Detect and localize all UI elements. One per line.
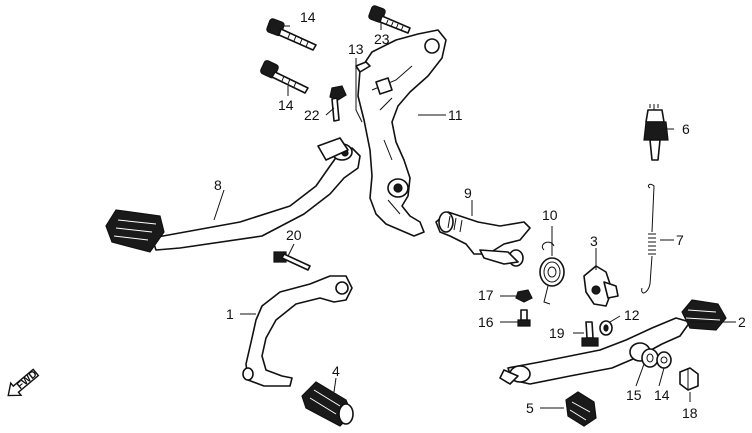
callout-22: 22: [304, 107, 320, 123]
bolt-14-upper: [266, 18, 317, 51]
bolt-17: [517, 309, 531, 327]
callout-23: 23: [374, 31, 390, 47]
callout-19: 18: [682, 405, 698, 421]
bolt-21: [273, 251, 311, 271]
callout-1: 1: [226, 306, 234, 322]
bolt-22: [329, 85, 347, 122]
switch-spring-7: [641, 183, 656, 294]
callout-14-lower: 14: [278, 97, 294, 113]
washer-15: [656, 351, 672, 369]
pedal-rubber-5: [565, 391, 597, 427]
callout-20: 19: [549, 325, 565, 341]
switch-bracket-3: [583, 265, 619, 307]
callout-7: 7: [676, 232, 684, 248]
callout-12: 12: [624, 307, 640, 323]
nut-18: [515, 289, 533, 303]
plate-13: [355, 61, 371, 73]
callout-13: 13: [348, 41, 364, 57]
footpeg-arm-8: [105, 137, 361, 253]
callout-21: 20: [286, 227, 302, 243]
callout-5: 5: [526, 400, 534, 416]
forward-arrow-icon: FWD: [7, 368, 39, 397]
bolt-14-lower: [260, 60, 309, 94]
callout-labels: 14 14 23 13 22 11 8 9 10 3 6 7 20 17 16 …: [214, 9, 746, 421]
callout-4: 4: [332, 363, 340, 379]
callout-9: 9: [464, 185, 472, 201]
bolt-20: [581, 321, 599, 347]
step-bracket-11: [357, 29, 447, 237]
callout-2: 2: [738, 314, 746, 330]
footpeg-rubber-4: [301, 381, 354, 427]
leader-lines: [213, 22, 736, 409]
pillion-bracket-1: [242, 275, 353, 387]
callout-18: 17: [478, 287, 494, 303]
callout-16: 15: [626, 387, 642, 403]
cap-nut-19: [679, 367, 699, 391]
callout-6: 6: [682, 121, 690, 137]
return-spring-10: [539, 241, 565, 305]
callout-8: 8: [214, 177, 222, 193]
bolt-23: [368, 5, 411, 34]
callout-3: 3: [590, 233, 598, 249]
callout-10: 10: [542, 207, 558, 223]
callout-15: 14: [654, 387, 670, 403]
washer-12: [599, 320, 613, 336]
stop-switch-6: [643, 104, 669, 161]
callout-14-upper: 14: [300, 9, 316, 25]
pivot-shaft-9: [435, 211, 531, 267]
callout-11: 11: [448, 107, 463, 123]
callout-17: 16: [478, 314, 494, 330]
